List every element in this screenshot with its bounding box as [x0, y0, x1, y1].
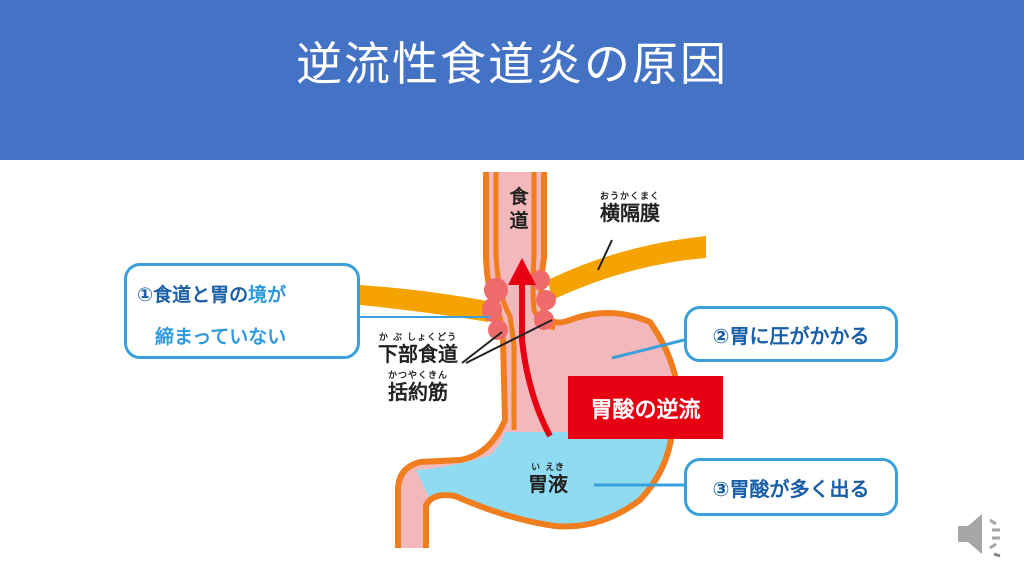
esophagus-label: 食 道: [507, 185, 531, 233]
callout-1-line-1: ①食道と胃の境が: [137, 280, 286, 307]
sphincter-pointer-1: [461, 331, 503, 364]
speaker-icon[interactable]: [954, 510, 1010, 558]
diaphragm-left: [360, 285, 492, 322]
sphincter-ruby-2: かつやくきん: [387, 371, 448, 381]
gastric-juice-ruby: い えき: [531, 463, 565, 473]
reflux-arrow-shaft: [519, 282, 553, 438]
sphincter-label: か ぶ しょくどう 下部食道 かつやくきん 括約筋: [378, 333, 458, 403]
callout2-connector: [611, 338, 685, 360]
diaphragm-ruby: おうかくまく: [600, 192, 661, 202]
diaphragm-label: おうかくまく 横隔膜: [600, 192, 660, 224]
acid-reflux-label: 胃酸の逆流: [568, 376, 723, 439]
gastric-juice-label: い えき 胃液: [528, 463, 568, 495]
slide-header: 逆流性食道炎の原因: [0, 0, 1024, 160]
callout-1-prefix: ①食道と胃の: [137, 284, 249, 306]
diaphragm-text: 横隔膜: [600, 201, 660, 225]
callout-2: ②胃に圧がかかる: [684, 306, 898, 362]
callout-1-line-2: 締まっていない: [155, 326, 287, 348]
diaphragm-right: [548, 236, 706, 300]
esophagus-char-2: 道: [509, 210, 529, 232]
sphincter-text-2: 括約筋: [388, 380, 448, 404]
esophagus-char-1: 食: [509, 186, 529, 208]
gastric-juice-text: 胃液: [528, 472, 568, 496]
callout-1-highlight: 境が: [248, 284, 287, 306]
diaphragm-pointer: [597, 239, 613, 271]
sphincter-pointer-2: [465, 319, 553, 364]
sphincter-ruby-1: か ぶ しょくどう: [378, 333, 458, 343]
callout-3: ③胃酸が多く出る: [684, 458, 898, 516]
gastric-juice: [416, 432, 672, 527]
reflux-arrow-head: [508, 258, 536, 285]
sphincter-text-1: 下部食道: [378, 342, 458, 366]
slide-title: 逆流性食道炎の原因: [296, 37, 728, 91]
callout-1: ①食道と胃の境が 締まっていない: [124, 263, 360, 359]
